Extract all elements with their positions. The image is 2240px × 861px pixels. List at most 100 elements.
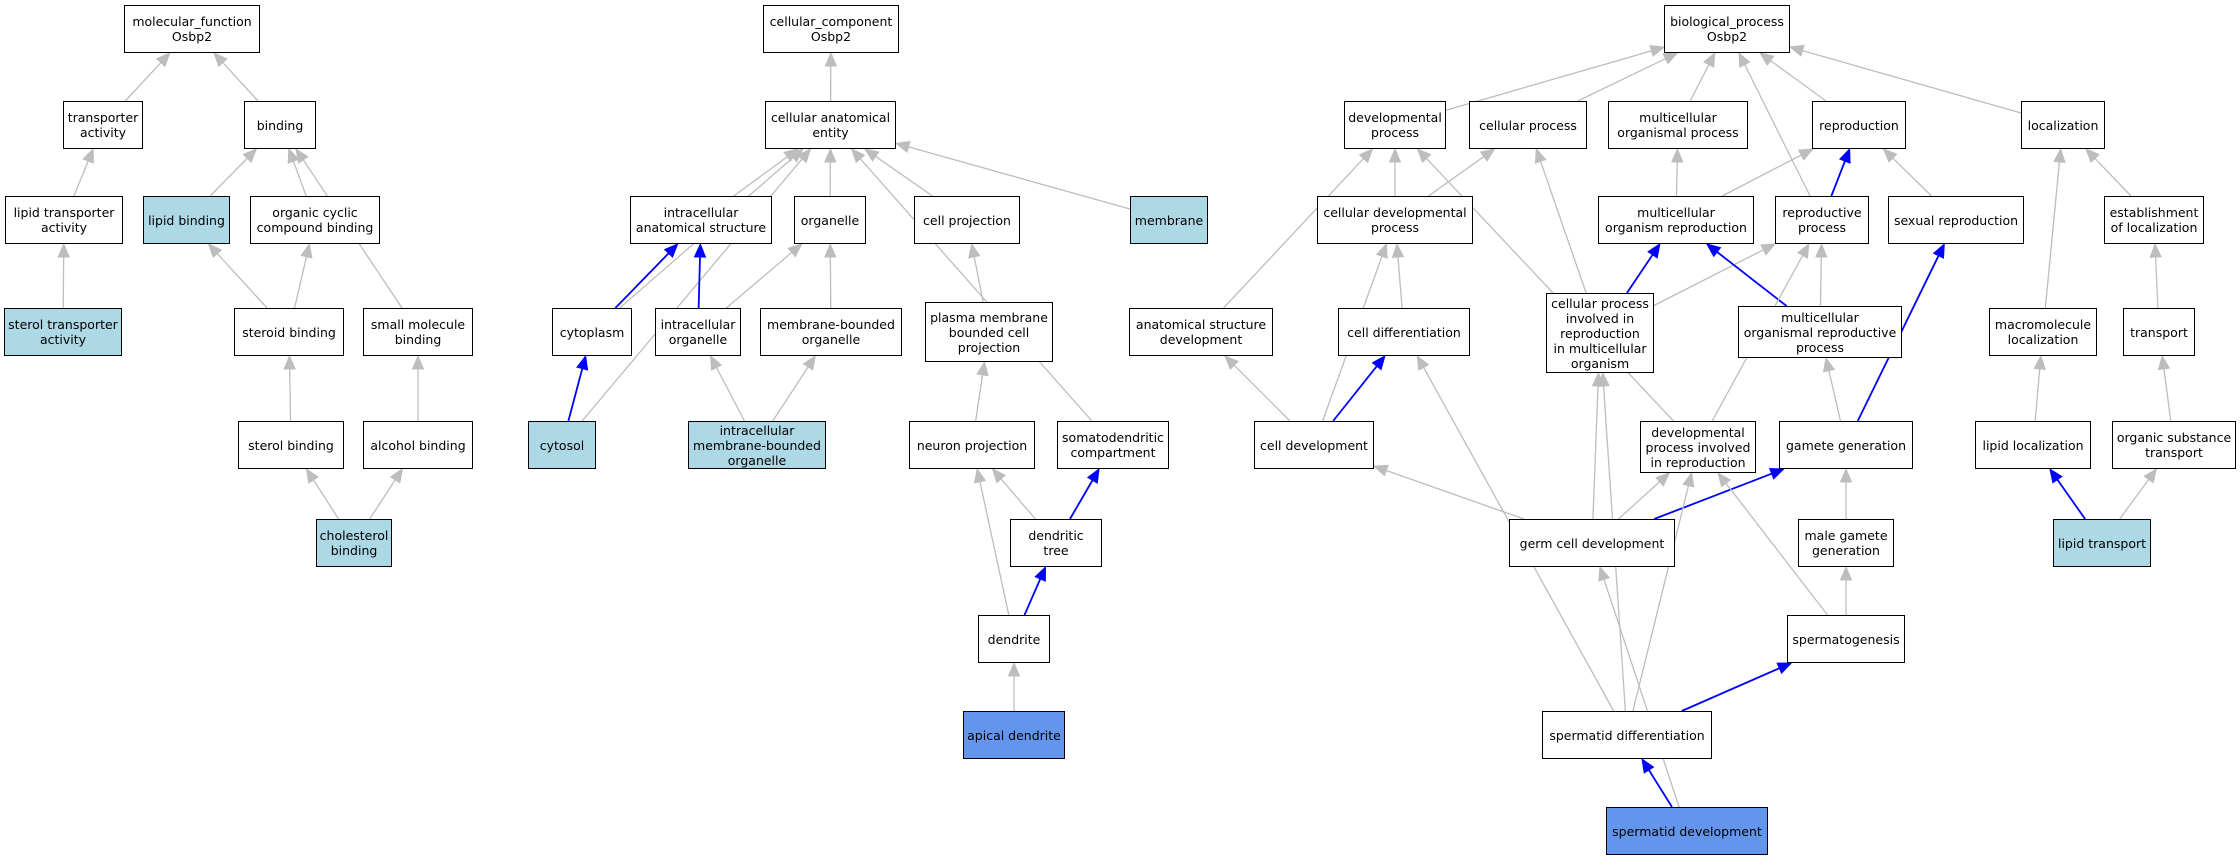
node-somatodendritic-compartment[interactable]: somatodendritic compartment (1057, 421, 1169, 469)
node-localization[interactable]: localization (2021, 101, 2105, 149)
edge-multicellular_organismal_reproductive_process-to-multicellular_organism_reproduction (1716, 251, 1788, 307)
node-sexual-reproduction[interactable]: sexual reproduction (1888, 196, 2024, 244)
edge-arrowhead-cellular_process-to-bp_root (1662, 52, 1679, 65)
node-lipid-transporter-activity[interactable]: lipid transporter activity (5, 196, 123, 244)
edge-arrowhead-lipid_transporter_activity-to-transporter_activity (82, 147, 94, 164)
edge-arrowhead-anatomical_structure_development-to-developmental_process (1358, 148, 1374, 164)
node-biological-process-root[interactable]: biological_process Osbp2 (1664, 5, 1790, 53)
edge-cell_development-to-cell_differentiation (1332, 365, 1378, 422)
node-membrane[interactable]: membrane (1130, 196, 1208, 244)
edge-arrowhead-gamete_generation-to-multicellular_organismal_reproductive_process (1822, 356, 1836, 373)
edge-organic_substance_transport-to-transport (2163, 368, 2172, 422)
node-macromolecule-localization[interactable]: macromolecule localization (1989, 308, 2097, 356)
node-cytoplasm[interactable]: cytoplasm (552, 308, 632, 356)
node-plasma-membrane-bounded-cell-projection[interactable]: plasma membrane bounded cell projection (925, 302, 1053, 362)
node-molecular-function-root[interactable]: molecular_function Osbp2 (124, 5, 260, 53)
edge-intracellular_organelle-to-organelle (725, 251, 793, 309)
node-cellular-developmental-process[interactable]: cellular developmental process (1317, 196, 1473, 244)
node-developmental-process[interactable]: developmental process (1344, 101, 1446, 149)
node-binding[interactable]: binding (244, 101, 316, 149)
node-gamete-generation[interactable]: gamete generation (1779, 421, 1913, 469)
node-transport[interactable]: transport (2123, 308, 2195, 356)
edge-arrowhead-spermatid_differentiation-to-spermatogenesis (1776, 662, 1793, 675)
edge-steroid_binding-to-lipid_binding (216, 253, 268, 309)
edge-lipid_transport-to-organic_substance_transport (2119, 479, 2150, 520)
edge-multicellular_organismal_process-to-bp_root (1689, 64, 1710, 102)
node-cellular-anatomical-entity[interactable]: cellular anatomical entity (765, 101, 896, 149)
node-transporter-activity[interactable]: transporter activity (63, 101, 143, 149)
node-spermatid-development[interactable]: spermatid development (1606, 807, 1768, 855)
edge-arrowhead-lipid_transport-to-lipid_localization (2049, 467, 2063, 484)
edge-arrowhead-intracellular_membrane_bounded_organelle-to-intracellular_organelle (709, 354, 723, 371)
edge-arrowhead-spermatid_differentiation-to-cellular_process_reproduction (1597, 371, 1610, 387)
node-intracellular-membrane-bounded-organelle[interactable]: intracellular membrane-bounded organelle (688, 421, 826, 469)
node-reproduction[interactable]: reproduction (1812, 101, 1906, 149)
edge-organic_cyclic-to-binding (292, 160, 307, 197)
node-cell-development[interactable]: cell development (1254, 421, 1374, 469)
node-spermatid-differentiation[interactable]: spermatid differentiation (1542, 711, 1712, 759)
edge-arrowhead-macromolecule_localization-to-localization (2053, 147, 2066, 164)
node-neuron-projection[interactable]: neuron projection (909, 421, 1035, 469)
edge-arrowhead-dendritic_tree-to-somatodendritic_compartment (1086, 467, 1100, 484)
edge-arrowhead-apical_dendrite-to-dendrite (1007, 661, 1021, 677)
edge-lipid_localization-to-macromolecule_localization (2034, 368, 2041, 422)
node-membrane-bounded-organelle[interactable]: membrane-bounded organelle (760, 308, 902, 356)
edge-arrowhead-plasma_membrane_bounded_cell_projection-to-cell_projection (968, 242, 981, 259)
node-apical-dendrite[interactable]: apical dendrite (963, 711, 1065, 759)
node-lipid-transport[interactable]: lipid transport (2053, 519, 2151, 567)
node-anatomical-structure-development[interactable]: anatomical structure development (1129, 308, 1273, 356)
edge-dendritic_tree-to-somatodendritic_compartment (1069, 479, 1094, 520)
node-multicellular-organismal-process[interactable]: multicellular organismal process (1608, 101, 1748, 149)
edge-arrowhead-membrane_bounded_organelle-to-organelle (824, 242, 837, 258)
node-multicellular-organismal-reproductive-process[interactable]: multicellular organismal reproductive pr… (1738, 306, 1902, 358)
node-cytosol[interactable]: cytosol (528, 421, 596, 469)
node-multicellular-organism-reproduction[interactable]: multicellular organism reproduction (1598, 196, 1754, 244)
node-intracellular-organelle[interactable]: intracellular organelle (655, 308, 741, 356)
edge-arrowhead-multicellular_organismal_reproductive_process-to-multicellular_organism_reproduction (1705, 243, 1722, 258)
edge-arrowhead-developmental_process_reproduction-to-developmental_process (1416, 148, 1432, 164)
node-small-molecule-binding[interactable]: small molecule binding (363, 308, 473, 356)
node-sterol-binding[interactable]: sterol binding (238, 421, 344, 469)
node-dendritic-tree[interactable]: dendritic tree (1010, 519, 1102, 567)
edge-arrowhead-dendrite-to-neuron_projection (973, 467, 987, 484)
node-organelle[interactable]: organelle (794, 196, 866, 244)
edge-arrowhead-cellular_process_reproduction-to-reproductive_process (1760, 243, 1777, 256)
edge-arrowhead-membrane-to-cellular_anatomical_entity (894, 141, 911, 154)
node-germ-cell-development[interactable]: germ cell development (1509, 519, 1675, 567)
node-cell-differentiation[interactable]: cell differentiation (1338, 308, 1470, 356)
node-cellular-process-involved-in-reproduction[interactable]: cellular process involved in reproductio… (1546, 293, 1654, 373)
edge-reproduction-to-bp_root (1770, 60, 1827, 102)
node-cholesterol-binding[interactable]: cholesterol binding (316, 519, 392, 567)
node-male-gamete-generation[interactable]: male gamete generation (1798, 519, 1894, 567)
node-organic-substance-transport[interactable]: organic substance transport (2112, 421, 2236, 469)
node-intracellular-anatomical-structure[interactable]: intracellular anatomical structure (630, 196, 772, 244)
node-spermatogenesis[interactable]: spermatogenesis (1787, 615, 1905, 663)
edge-arrowhead-male_gamete_generation-to-gamete_generation (1839, 467, 1853, 483)
edge-arrowhead-developmental_process_reproduction-to-reproductive_process (1796, 242, 1810, 259)
edge-arrowhead-developmental_process-to-bp_root (1649, 44, 1666, 57)
edge-sexual_reproduction-to-reproduction (1892, 157, 1932, 197)
edge-arrowhead-sterol_binding-to-steroid_binding (283, 354, 296, 370)
node-establishment-of-localization[interactable]: establishment of localization (2104, 196, 2204, 244)
edge-localization-to-bp_root (1802, 49, 2022, 114)
node-developmental-process-involved-in-reproduction[interactable]: developmental process involved in reprod… (1640, 421, 1756, 473)
node-organic-cyclic-compound-binding[interactable]: organic cyclic compound binding (250, 196, 380, 244)
edge-arrowhead-germ_cell_development-to-developmental_process_reproduction (1655, 472, 1671, 487)
node-alcohol-binding[interactable]: alcohol binding (363, 421, 473, 469)
node-dendrite[interactable]: dendrite (978, 615, 1050, 663)
node-sterol-transporter-activity[interactable]: sterol transporter activity (4, 308, 122, 356)
node-cell-projection[interactable]: cell projection (914, 196, 1020, 244)
edge-arrowhead-spermatid_differentiation-to-developmental_process_reproduction (1682, 471, 1695, 488)
edge-arrowhead-gamete_generation-to-sexual_reproduction (1932, 242, 1945, 259)
edge-dendrite-to-neuron_projection (979, 481, 1010, 616)
node-cellular-component-root[interactable]: cellular_component Osbp2 (763, 5, 899, 53)
node-lipid-localization[interactable]: lipid localization (1975, 421, 2091, 469)
edge-spermatid_development-to-spermatid_differentiation (1648, 769, 1673, 808)
node-lipid-binding[interactable]: lipid binding (143, 196, 230, 244)
edge-dendrite-to-dendritic_tree (1023, 578, 1042, 616)
node-reproductive-process[interactable]: reproductive process (1775, 196, 1869, 244)
edge-cellular_process_reproduction-to-multicellular_organism_reproduction (1626, 254, 1654, 294)
node-cellular-process[interactable]: cellular process (1469, 101, 1587, 149)
node-steroid-binding[interactable]: steroid binding (234, 308, 344, 356)
edge-arrowhead-steroid_binding-to-organic_cyclic (300, 242, 313, 259)
